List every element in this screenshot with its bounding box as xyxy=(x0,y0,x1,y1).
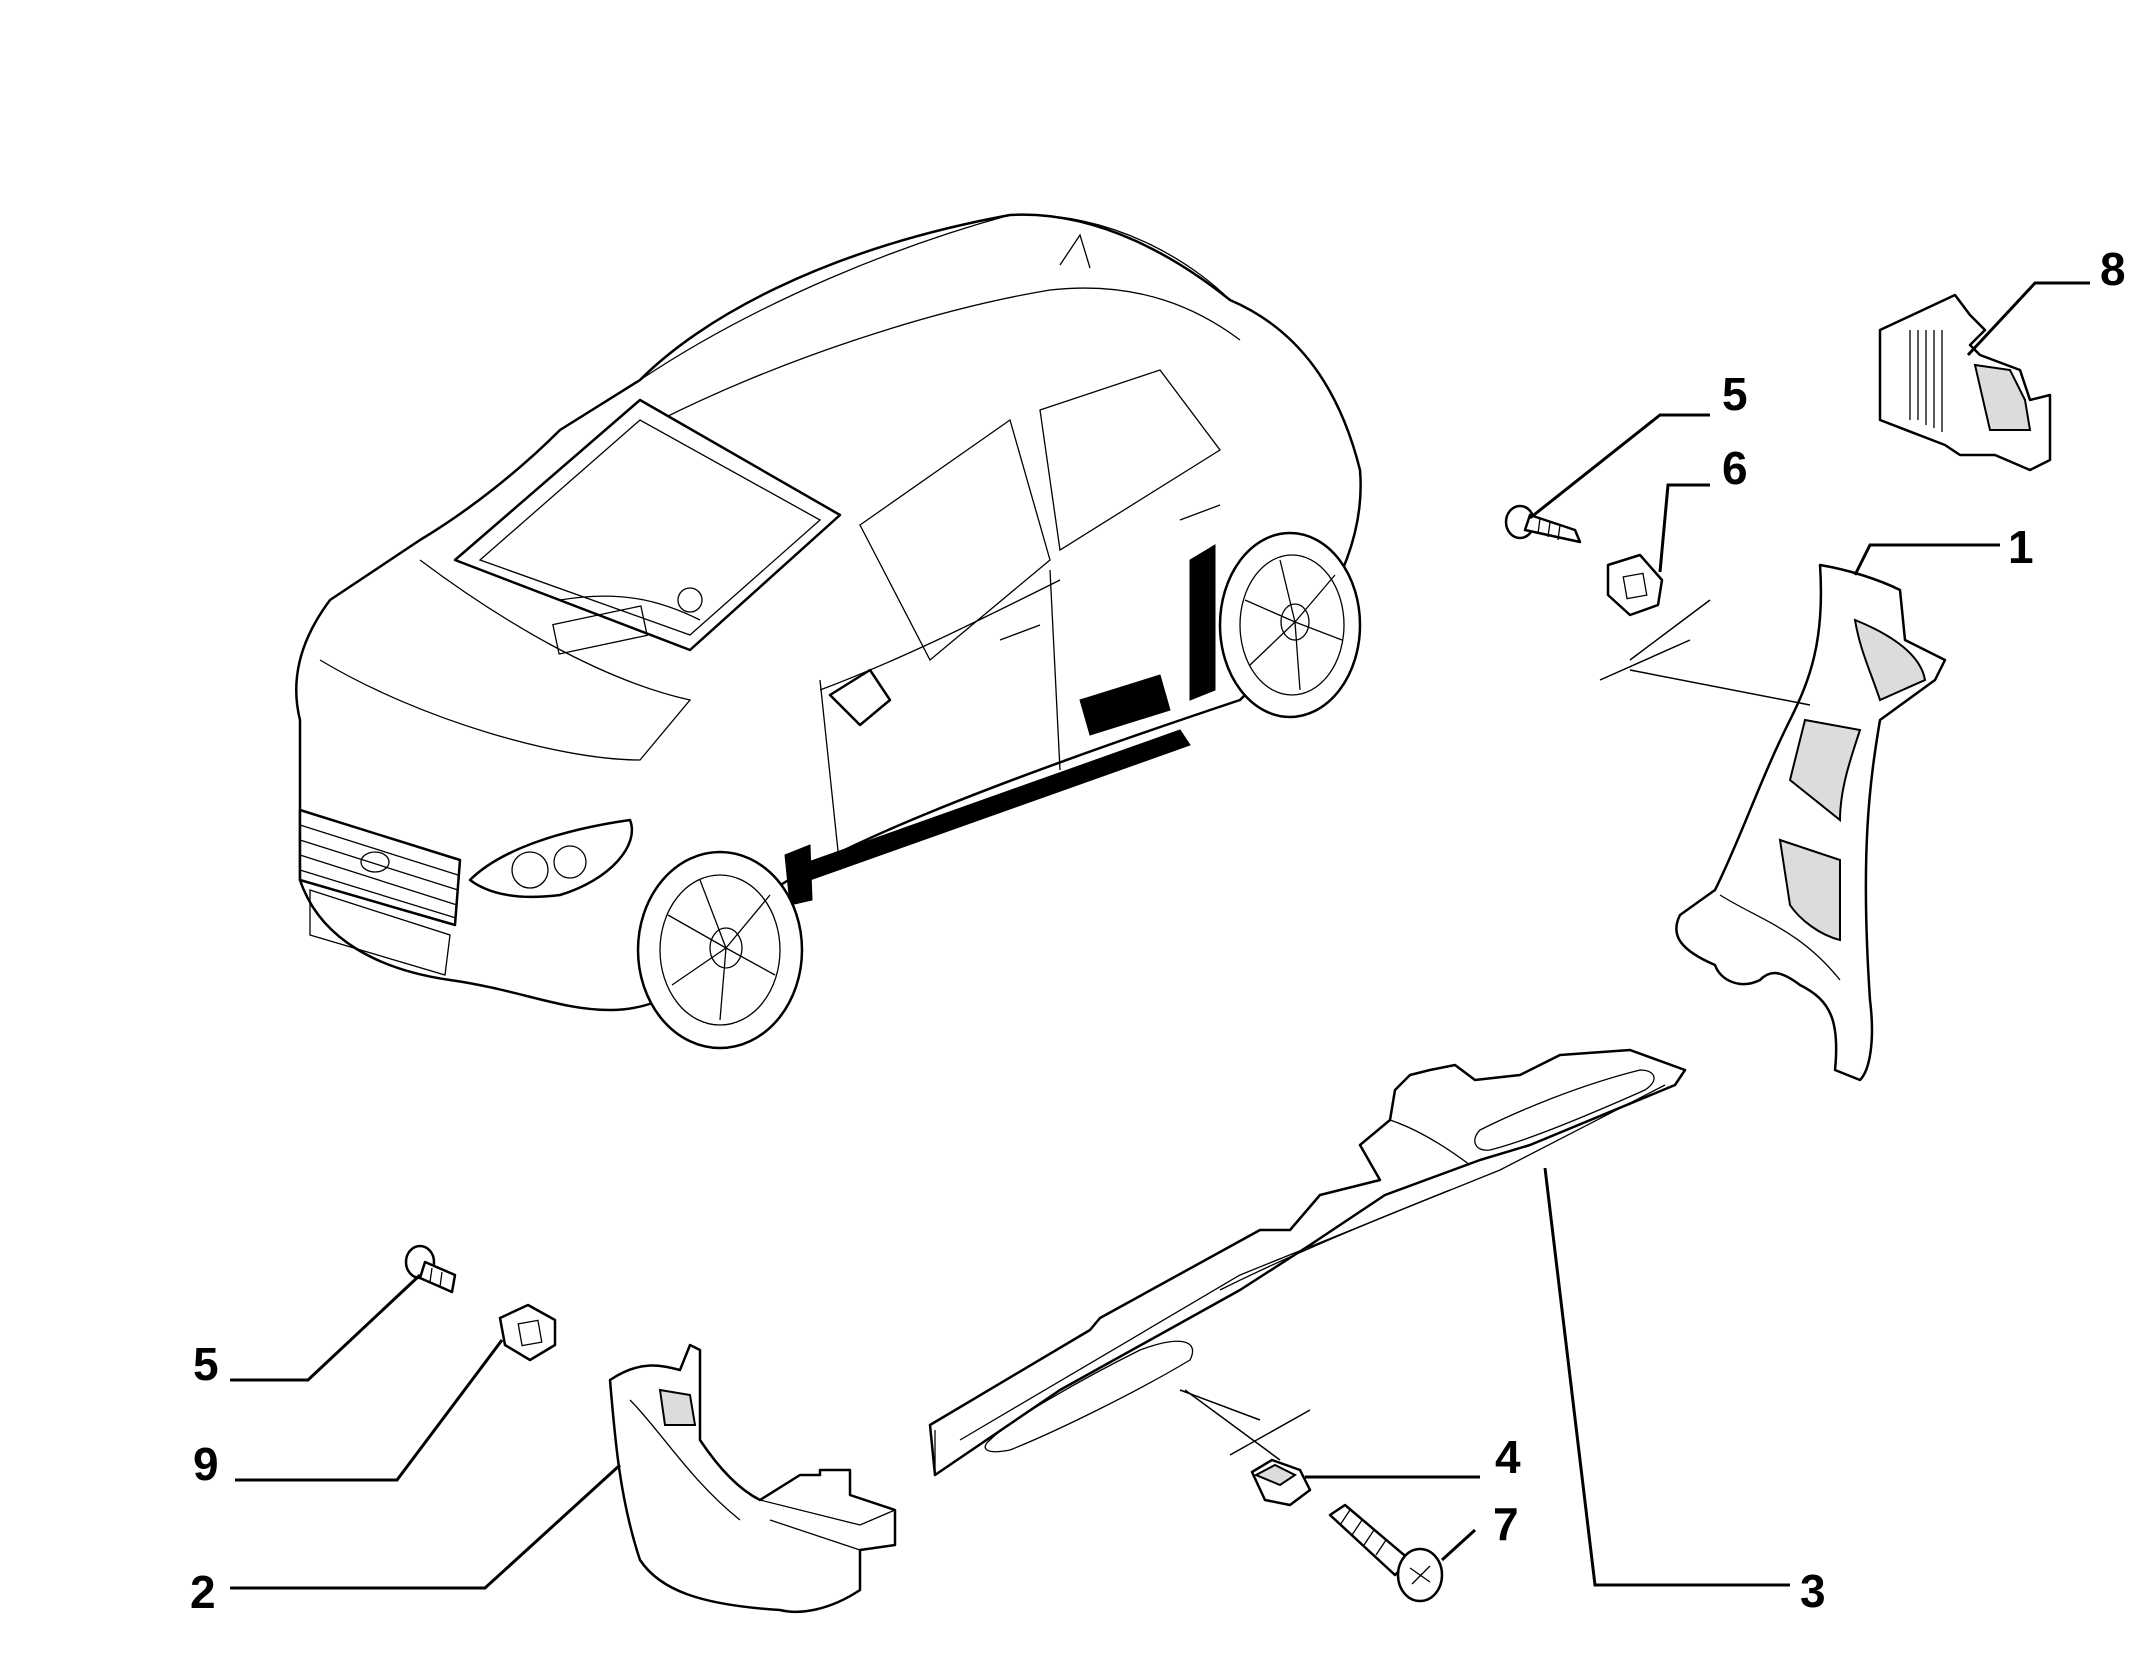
front-wheel xyxy=(636,850,804,1050)
part-8-bracket xyxy=(1878,293,2052,472)
callout-5-upper: 5 xyxy=(1722,368,1748,420)
callout-5-lower: 5 xyxy=(193,1338,219,1390)
part-6-clip-nut xyxy=(1606,553,1664,617)
bracket-stripes xyxy=(1909,330,1943,432)
rear-wheel xyxy=(1218,531,1362,719)
part-2-sill-end-trim xyxy=(608,1343,897,1614)
part-3-sill-plate xyxy=(928,1048,1687,1477)
callout-8: 8 xyxy=(2100,243,2126,295)
grille-lines xyxy=(299,824,459,919)
part-7-bolt xyxy=(1328,1503,1444,1603)
leader-lines xyxy=(230,281,2090,1590)
callout-1: 1 xyxy=(2008,521,2034,573)
callout-3: 3 xyxy=(1800,1565,1826,1617)
callout-2: 2 xyxy=(190,1566,216,1618)
part-5-screw-upper xyxy=(1504,504,1582,544)
callout-6: 6 xyxy=(1722,442,1748,494)
car-illustration xyxy=(295,213,1362,1050)
part-5-screw-lower xyxy=(404,1244,457,1294)
callout-4: 4 xyxy=(1495,1431,1521,1483)
part-9-clip-nut xyxy=(498,1303,557,1362)
part-4-clip xyxy=(1250,1458,1312,1507)
part-1-pillar-trim xyxy=(1675,563,1947,1082)
assembly-hint-lines xyxy=(1179,599,1811,1461)
callout-7: 7 xyxy=(1493,1498,1519,1550)
callout-9: 9 xyxy=(193,1438,219,1490)
